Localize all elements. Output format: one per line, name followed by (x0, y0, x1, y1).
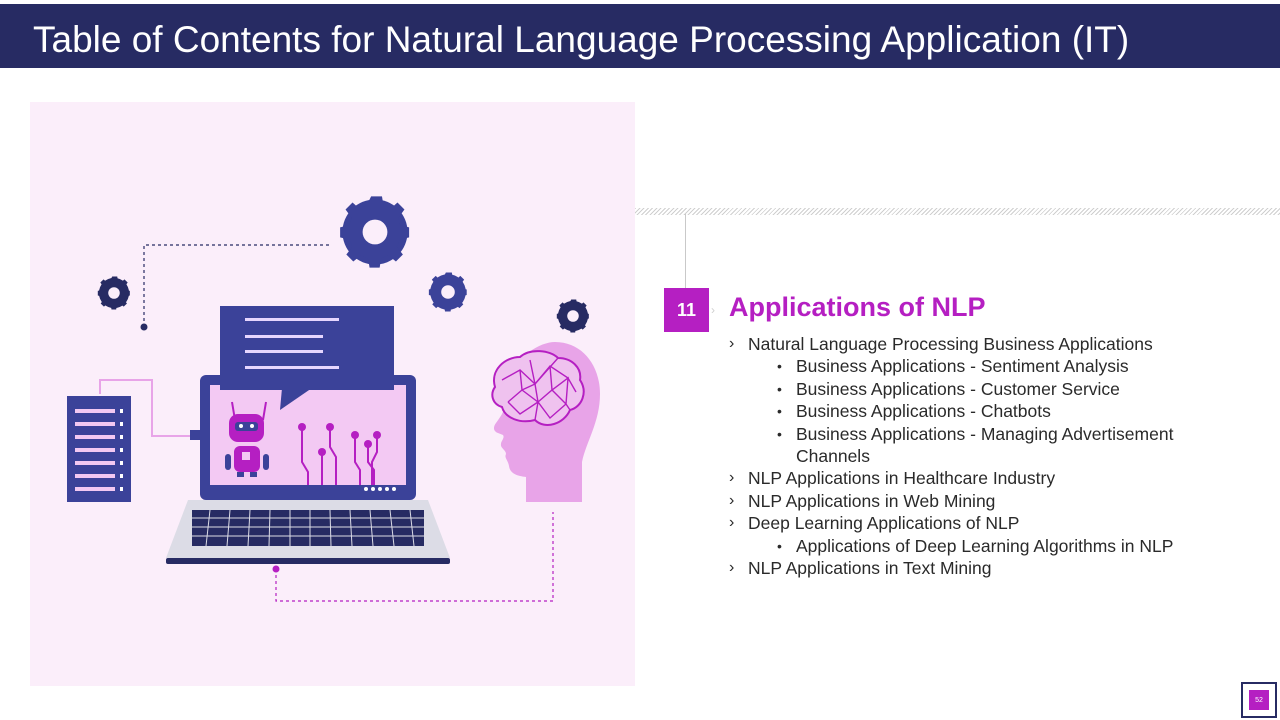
toc-item-text: Natural Language Processing Business App… (748, 334, 1153, 354)
gear-icon (97, 276, 130, 310)
toc-item-text: NLP Applications in Healthcare Industry (748, 468, 1056, 489)
toc-item: › NLP Applications in Web Mining (729, 490, 1229, 512)
title-bar: Table of Contents for Natural Language P… (0, 4, 1280, 68)
chevron-right-icon: › (729, 491, 735, 509)
chevron-right-icon: › (729, 469, 735, 487)
toc-item: › NLP Applications in Healthcare Industry (729, 467, 1229, 489)
chevron-right-icon: › (729, 559, 735, 577)
connector-dot (140, 323, 148, 331)
bullet-icon: • (777, 537, 782, 554)
page-title: Table of Contents for Natural Language P… (33, 19, 1130, 60)
robot-icon (225, 401, 269, 477)
connector-dot (272, 565, 280, 573)
circuit-icon (301, 427, 378, 485)
chat-bubble-icon (220, 306, 394, 410)
section-title: Applications of NLP (729, 292, 986, 322)
toc-item: • Business Applications - Managing Advert… (729, 423, 1229, 468)
gear-icon (556, 299, 589, 333)
nlp-illustration (67, 196, 600, 602)
bullet-icon: • (777, 403, 782, 420)
bullet-icon: • (777, 358, 782, 375)
toc-item: • Business Applications - Chatbots (729, 400, 1229, 422)
laptop-icon (166, 375, 450, 564)
brain-icon (491, 350, 585, 426)
toc-item-text: NLP Applications in Web Mining (748, 490, 996, 511)
toc-item: › NLP Applications in Text Mining (729, 557, 1229, 579)
toc-item: • Applications of Deep Learning Algorithm… (729, 535, 1229, 557)
page-number-badge: 52 (1241, 682, 1277, 718)
divider-line (635, 208, 1280, 215)
toc-item-text: Business Applications - Managing Adverti… (796, 423, 1174, 467)
toc-item-text: Business Applications - Chatbots (796, 401, 1051, 422)
toc-item: • Business Applications - Sentiment Analy… (729, 355, 1229, 377)
circuit-nodes (298, 423, 381, 456)
page-number: 52 (1249, 690, 1269, 710)
toc-item: › Natural Language Processing Business Ap… (729, 333, 1229, 355)
dashed-connectors (143, 244, 554, 602)
connector-line (685, 214, 686, 289)
toc-item: • Business Applications - Customer Servic… (729, 378, 1229, 400)
toc-item-text: Business Applications - Sentiment Analys… (796, 356, 1129, 377)
section-number-badge: 11 (664, 288, 709, 332)
document-list-icon (67, 379, 210, 502)
gear-icon (340, 196, 410, 268)
toc-item-text: Deep Learning Applications of NLP (748, 513, 1020, 534)
toc-item: › Deep Learning Applications of NLP (729, 512, 1229, 534)
toc-item-text: NLP Applications in Text Mining (748, 558, 992, 579)
toc-list: › Natural Language Processing Business Ap… (729, 333, 1229, 579)
illustration-panel (30, 102, 635, 686)
gear-icon (428, 272, 467, 312)
chevron-right-icon: › (729, 514, 735, 532)
bullet-icon: • (777, 380, 782, 397)
chevron-right-icon: › (729, 335, 735, 352)
chevron-right-icon: › (711, 303, 715, 317)
toc-item-text: Business Applications - Customer Service (796, 378, 1120, 399)
bullet-icon: • (777, 425, 782, 442)
toc-item-text: Applications of Deep Learning Algorithms… (796, 535, 1174, 556)
